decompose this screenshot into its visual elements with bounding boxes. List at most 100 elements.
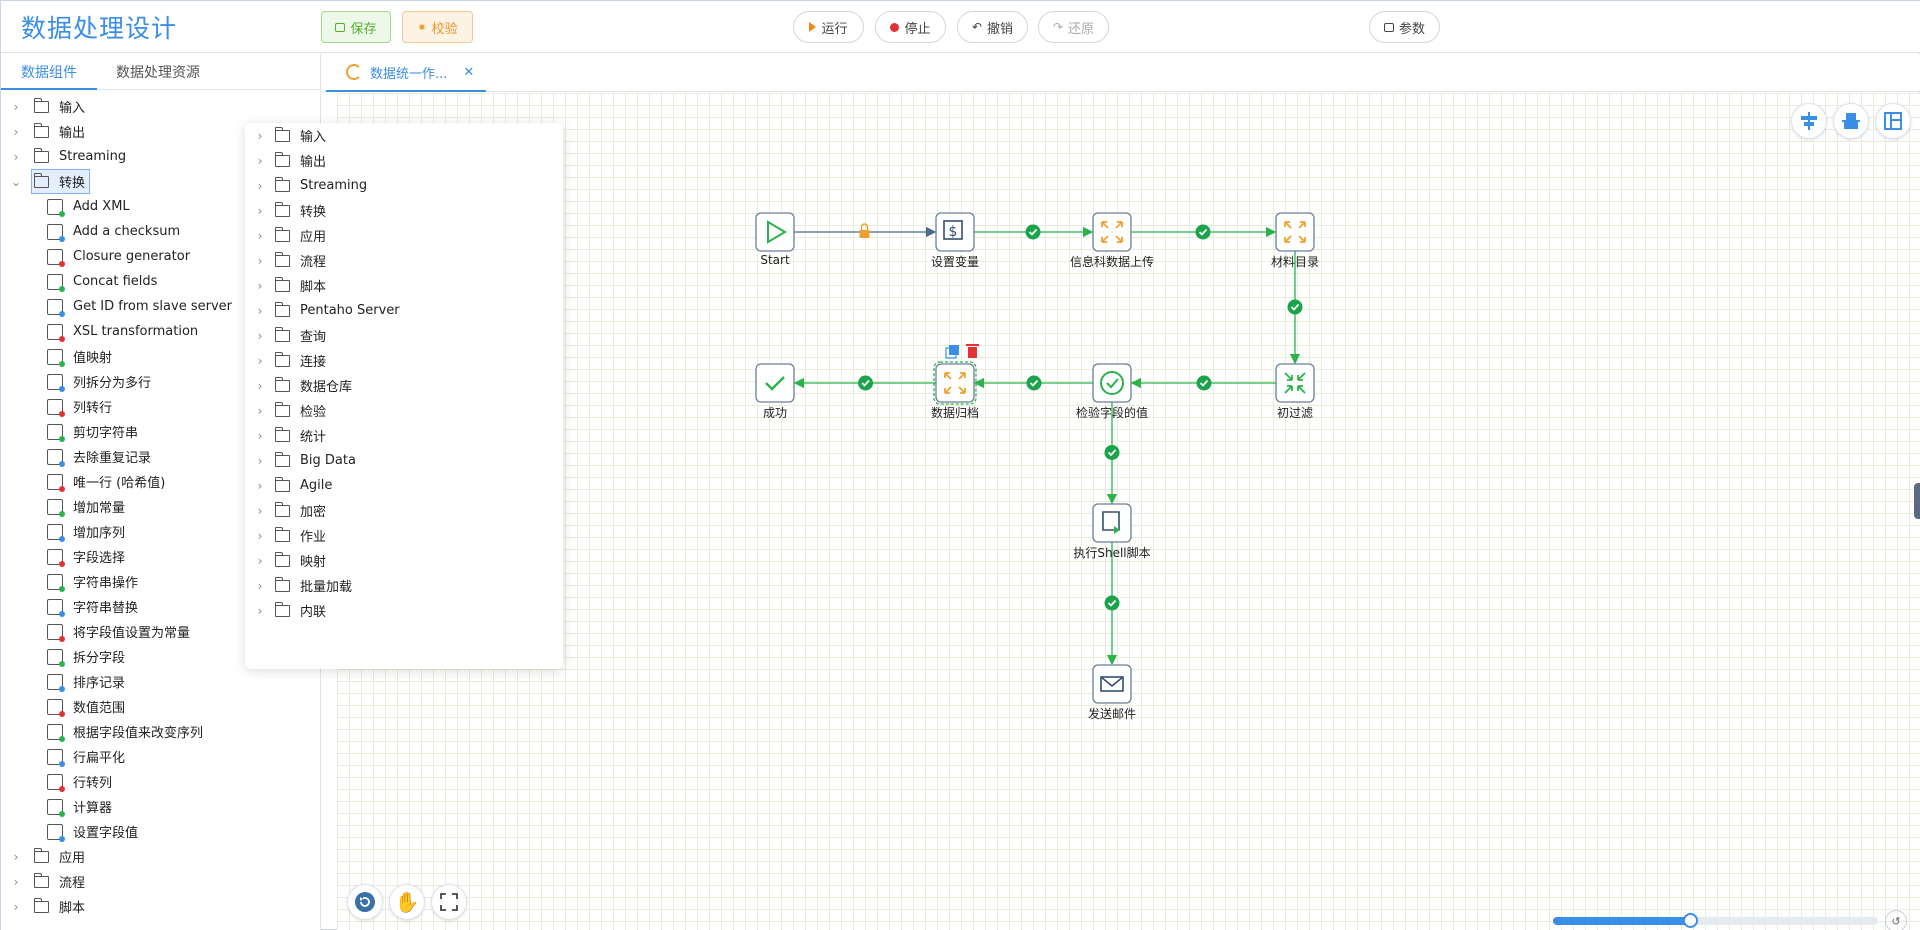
tree-item[interactable]: 唯一行 (哈希值) (1, 469, 321, 494)
flow-node-catalog[interactable] (1275, 212, 1315, 252)
tree-item[interactable]: 字符串操作 (1, 569, 321, 594)
tree-item[interactable]: 设置字段值 (1, 819, 321, 844)
popup-menu-item[interactable]: ›输入 (245, 123, 563, 148)
chevron-down-icon[interactable]: ⌄ (10, 174, 22, 189)
popup-menu-item[interactable]: ›映射 (245, 548, 563, 573)
popup-menu-item[interactable]: ›脚本 (245, 273, 563, 298)
tree-folder[interactable]: ⌄转换 (1, 169, 321, 194)
tree-item[interactable]: Closure generator (1, 244, 321, 269)
popup-menu-item[interactable]: ›加密 (245, 498, 563, 523)
popup-menu-item[interactable]: ›Big Data (245, 448, 563, 473)
flow-node-upload[interactable] (1092, 212, 1132, 252)
tree-item[interactable]: XSL transformation (1, 319, 321, 344)
align-vertical-button[interactable] (1833, 103, 1869, 139)
params-button[interactable]: 参数 (1369, 11, 1440, 43)
tree-item[interactable]: 拆分字段 (1, 644, 321, 669)
flow-node-archive[interactable] (935, 363, 975, 403)
node-box[interactable] (1092, 503, 1132, 543)
side-panel-handle[interactable] (1914, 483, 1920, 519)
chevron-right-icon[interactable]: › (13, 124, 19, 139)
save-button[interactable]: 保存 (321, 11, 391, 43)
flow-node-mail[interactable] (1092, 664, 1132, 704)
tree-item[interactable]: 列转行 (1, 394, 321, 419)
tree-item[interactable]: 字段选择 (1, 544, 321, 569)
flow-node-start[interactable] (755, 212, 795, 252)
popup-menu-item[interactable]: ›内联 (245, 598, 563, 623)
tree-item[interactable]: 计算器 (1, 794, 321, 819)
undo-button[interactable]: ↶ 撤销 (957, 11, 1028, 43)
flow-node-filter[interactable] (1275, 363, 1315, 403)
stop-button[interactable]: 停止 (875, 11, 946, 43)
zoom-thumb[interactable] (1682, 913, 1698, 928)
flow-node-shell[interactable] (1092, 503, 1132, 543)
tree-item[interactable]: Get ID from slave server (1, 294, 321, 319)
tree-item[interactable]: 行转列 (1, 769, 321, 794)
node-box[interactable] (755, 212, 795, 252)
tab-components[interactable]: 数据组件 (21, 65, 77, 81)
zoom-reset-button[interactable]: ↺ (1885, 910, 1907, 930)
tree-folder[interactable]: ›输入 (1, 94, 321, 119)
popup-menu-item[interactable]: ›流程 (245, 248, 563, 273)
tree-folder[interactable]: ›输出 (1, 119, 321, 144)
popup-menu-item[interactable]: ›Agile (245, 473, 563, 498)
redo-button[interactable]: ↷ 还原 (1038, 11, 1109, 43)
tree-item[interactable]: 增加序列 (1, 519, 321, 544)
zoom-slider[interactable] (1553, 913, 1878, 928)
chevron-right-icon[interactable]: › (13, 899, 19, 914)
tree-folder[interactable]: ›脚本 (1, 894, 321, 919)
delete-icon[interactable] (966, 344, 979, 358)
tree-item[interactable]: 排序记录 (1, 669, 321, 694)
reset-view-button[interactable] (347, 884, 383, 920)
popup-menu-item[interactable]: ›统计 (245, 423, 563, 448)
check-button[interactable]: ✷ 校验 (402, 11, 473, 43)
tree-item[interactable]: 根据字段值来改变序列 (1, 719, 321, 744)
tree-item[interactable]: 增加常量 (1, 494, 321, 519)
popup-menu-item[interactable]: ›检验 (245, 398, 563, 423)
editor-tab[interactable]: 数据统一作... ✕ (326, 54, 486, 92)
node-box[interactable] (755, 363, 795, 403)
node-box[interactable] (935, 363, 975, 403)
popup-menu-item[interactable]: ›作业 (245, 523, 563, 548)
chevron-right-icon[interactable]: › (13, 849, 19, 864)
tree-item[interactable]: Add a checksum (1, 219, 321, 244)
chevron-right-icon[interactable]: › (13, 874, 19, 889)
node-box[interactable] (1275, 212, 1315, 252)
tree-item[interactable]: 数值范围 (1, 694, 321, 719)
flow-node-success[interactable] (755, 363, 795, 403)
node-box[interactable] (1092, 363, 1132, 403)
tree-item[interactable]: Concat fields (1, 269, 321, 294)
popup-menu-item[interactable]: ›数据仓库 (245, 373, 563, 398)
popup-menu-item[interactable]: ›连接 (245, 348, 563, 373)
popup-menu-item[interactable]: ›输出 (245, 148, 563, 173)
layout-button[interactable] (1875, 103, 1911, 139)
tree-item[interactable]: 值映射 (1, 344, 321, 369)
align-horizontal-button[interactable] (1791, 103, 1827, 139)
fullscreen-button[interactable] (431, 884, 467, 920)
node-box[interactable] (1275, 363, 1315, 403)
node-box[interactable] (1092, 664, 1132, 704)
tree-item[interactable]: Add XML (1, 194, 321, 219)
tree-folder[interactable]: ›流程 (1, 869, 321, 894)
close-icon[interactable]: ✕ (463, 64, 475, 80)
popup-menu-item[interactable]: ›Pentaho Server (245, 298, 563, 323)
tree-item[interactable]: 将字段值设置为常量 (1, 619, 321, 644)
tree-item[interactable]: 行扁平化 (1, 744, 321, 769)
tree-item[interactable]: 列拆分为多行 (1, 369, 321, 394)
node-box[interactable] (1092, 212, 1132, 252)
pan-tool-button[interactable]: ✋ (389, 884, 425, 920)
tree-folder[interactable]: ›应用 (1, 844, 321, 869)
popup-menu-item[interactable]: ›转换 (245, 198, 563, 223)
tree-item[interactable]: 去除重复记录 (1, 444, 321, 469)
node-box[interactable] (935, 212, 975, 252)
popup-menu-item[interactable]: ›应用 (245, 223, 563, 248)
tree-item[interactable]: 字符串替换 (1, 594, 321, 619)
tree-folder[interactable]: ›Streaming (1, 144, 321, 169)
tab-resources[interactable]: 数据处理资源 (116, 65, 200, 81)
run-button[interactable]: 运行 (793, 11, 864, 43)
copy-icon[interactable] (945, 345, 959, 359)
chevron-right-icon[interactable]: › (13, 149, 19, 164)
popup-menu-item[interactable]: ›查询 (245, 323, 563, 348)
flow-node-validate[interactable] (1092, 363, 1132, 403)
chevron-right-icon[interactable]: › (13, 99, 19, 114)
